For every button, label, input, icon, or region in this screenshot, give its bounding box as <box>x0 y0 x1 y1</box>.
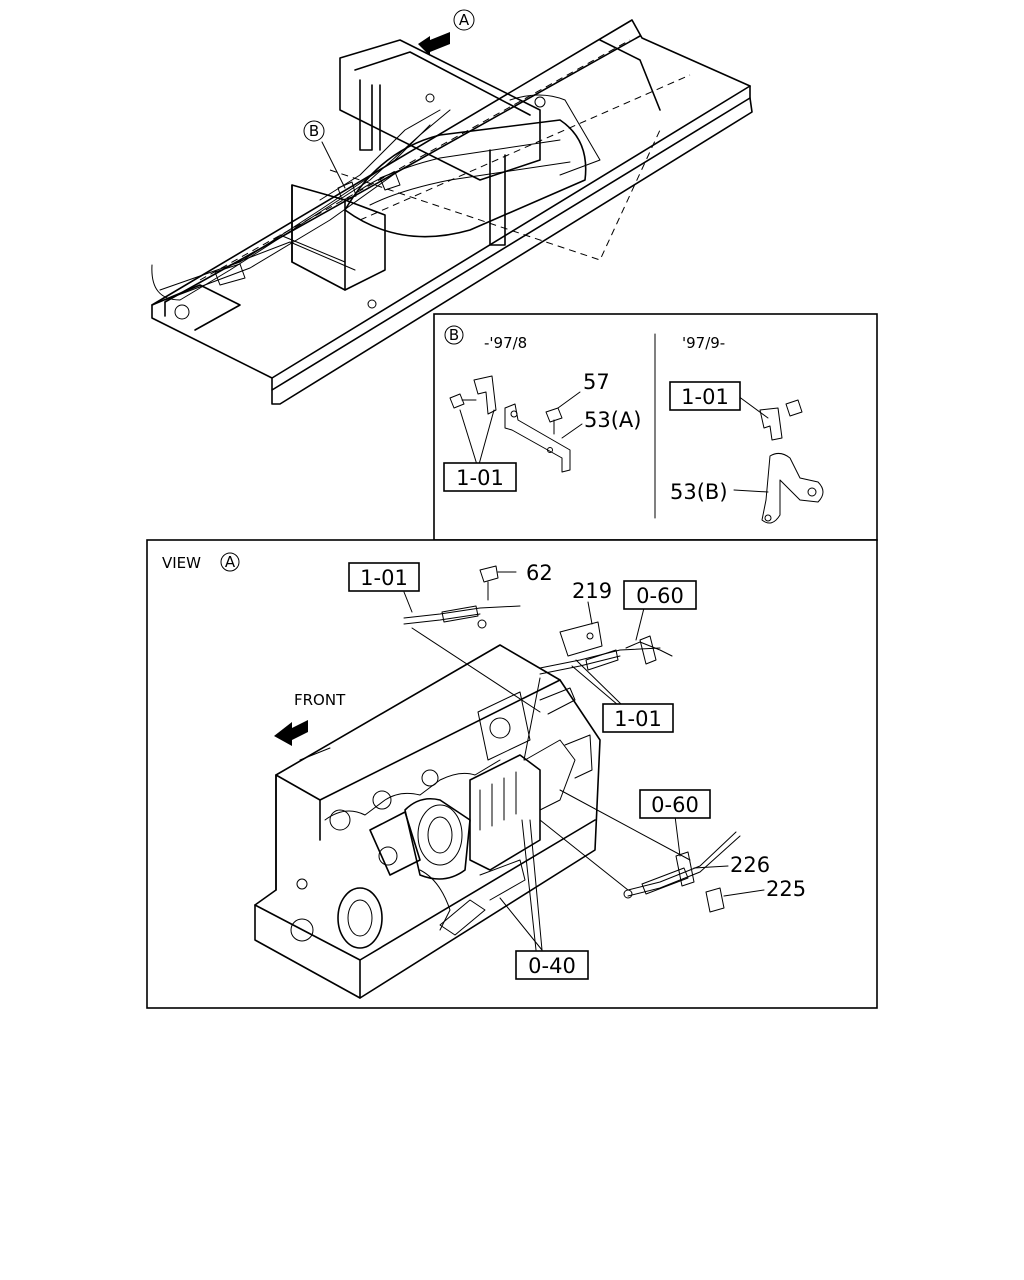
detail-b-right-clip-ref: 1-01 <box>681 385 729 409</box>
clip-part-right <box>737 395 803 441</box>
top-marker-b: B <box>303 120 325 142</box>
view-a-ref-1-01-mid: 1-01 <box>614 707 662 731</box>
view-a-panel: VIEW A FRONT <box>146 539 878 1009</box>
front-label: FRONT <box>294 691 346 709</box>
ref-box-1-01-top <box>348 562 420 592</box>
svg-text:B: B <box>309 122 319 140</box>
bracket-53b <box>733 452 824 524</box>
detail-b-marker: B <box>449 326 459 344</box>
label-225: 225 <box>766 877 806 901</box>
front-arrow <box>274 720 308 746</box>
ref-box-detail-left <box>443 462 517 492</box>
view-direction-arrow <box>418 32 450 56</box>
detail-b-panel: B -'97/8 '97/9- 1-01 57 53(A) <box>433 313 878 541</box>
ref-box-detail-right <box>669 381 741 411</box>
view-a-ref-1-01-top: 1-01 <box>360 566 408 590</box>
label-53b: 53(B) <box>670 480 728 504</box>
view-a-marker: A <box>225 553 236 571</box>
ref-box-0-40 <box>515 950 589 980</box>
ref-box-1-01-mid <box>602 703 674 733</box>
svg-text:A: A <box>459 11 470 29</box>
ref-box-0-60-mid <box>639 789 711 819</box>
label-219: 219 <box>572 579 612 603</box>
ref-box-0-60-top <box>623 580 697 610</box>
label-62: 62 <box>526 561 553 585</box>
detail-b-left-clip-ref: 1-01 <box>456 466 504 490</box>
label-226: 226 <box>730 853 770 877</box>
detail-b-left-period: -'97/8 <box>484 334 527 352</box>
view-a-ref-0-60-top: 0-60 <box>636 584 684 608</box>
throttle-cables <box>403 565 765 951</box>
chassis-illustration <box>151 19 753 405</box>
label-57: 57 <box>583 370 610 394</box>
engine-illustration <box>254 644 601 999</box>
view-a-title: VIEW <box>162 554 201 572</box>
bracket-53a <box>504 391 583 473</box>
label-53a: 53(A) <box>584 408 641 432</box>
detail-b-right-period: '97/9- <box>682 334 725 352</box>
view-a-ref-0-60-mid: 0-60 <box>651 793 699 817</box>
top-marker-a: A <box>453 9 475 31</box>
view-a-ref-0-40: 0-40 <box>528 954 576 978</box>
